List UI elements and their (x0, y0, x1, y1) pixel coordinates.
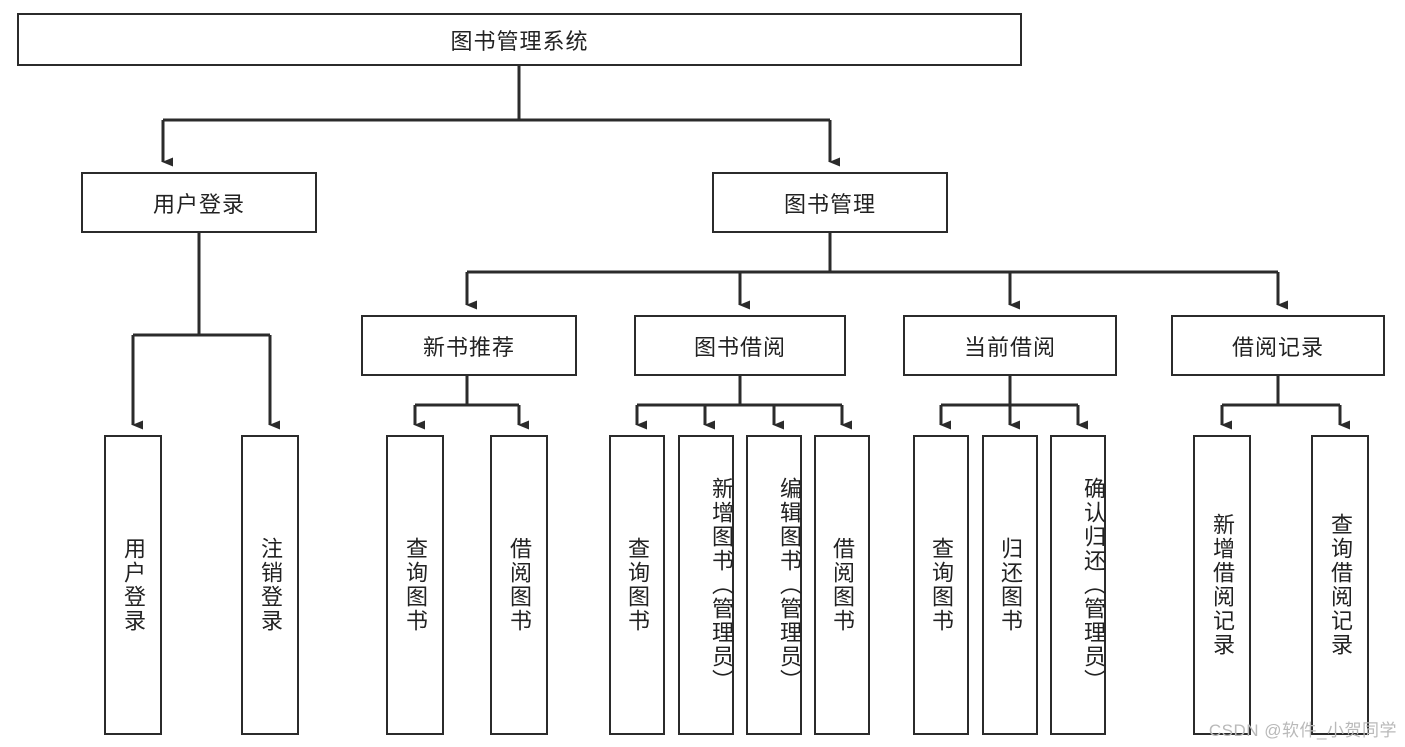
node-new-book-recommend-label: 新书推荐 (422, 334, 515, 360)
node-leaf-add-book-admin-label: 新增图书（管理员） (709, 477, 734, 693)
node-user-login[interactable]: 用户登录 (81, 172, 317, 233)
node-root-system[interactable]: 图书管理系统 (17, 13, 1022, 66)
node-leaf-add-book-admin[interactable]: 新增图书（管理员） (678, 435, 734, 735)
node-current-borrow[interactable]: 当前借阅 (903, 315, 1117, 376)
node-leaf-borrow-book-recommend[interactable]: 借阅图书 (490, 435, 548, 735)
node-leaf-confirm-return-admin-label: 确认归还（管理员） (1081, 477, 1106, 693)
node-current-borrow-label: 当前借阅 (963, 334, 1056, 360)
node-leaf-query-borrow-record-label: 查询借阅记录 (1328, 513, 1353, 657)
node-leaf-return-book[interactable]: 归还图书 (982, 435, 1038, 735)
node-leaf-logout-label: 注销登录 (258, 537, 283, 633)
node-leaf-return-book-label: 归还图书 (998, 537, 1023, 633)
node-leaf-borrow-book-label: 借阅图书 (830, 537, 855, 633)
node-leaf-borrow-book-recommend-label: 借阅图书 (507, 537, 532, 633)
node-leaf-user-login[interactable]: 用户登录 (104, 435, 162, 735)
node-leaf-add-borrow-record-label: 新增借阅记录 (1210, 513, 1235, 657)
node-leaf-user-login-label: 用户登录 (121, 537, 146, 633)
node-new-book-recommend[interactable]: 新书推荐 (361, 315, 577, 376)
node-leaf-query-book-borrow[interactable]: 查询图书 (609, 435, 665, 735)
node-leaf-edit-book-admin-label: 编辑图书（管理员） (777, 477, 802, 693)
node-leaf-borrow-book[interactable]: 借阅图书 (814, 435, 870, 735)
node-leaf-confirm-return-admin[interactable]: 确认归还（管理员） (1050, 435, 1106, 735)
node-leaf-query-borrow-record[interactable]: 查询借阅记录 (1311, 435, 1369, 735)
node-borrow-record[interactable]: 借阅记录 (1171, 315, 1385, 376)
node-leaf-add-borrow-record[interactable]: 新增借阅记录 (1193, 435, 1251, 735)
watermark-text: CSDN @软件_小贺同学 (1208, 721, 1397, 740)
node-book-management[interactable]: 图书管理 (712, 172, 948, 233)
node-root-system-label: 图书管理系统 (450, 28, 589, 54)
node-book-borrow[interactable]: 图书借阅 (634, 315, 846, 376)
node-borrow-record-label: 借阅记录 (1231, 334, 1324, 360)
node-user-login-label: 用户登录 (152, 191, 245, 217)
node-book-borrow-label: 图书借阅 (693, 334, 786, 360)
node-leaf-logout[interactable]: 注销登录 (241, 435, 299, 735)
node-leaf-query-book-recommend-label: 查询图书 (403, 537, 428, 633)
node-leaf-query-book-recommend[interactable]: 查询图书 (386, 435, 444, 735)
node-leaf-query-book-borrow-label: 查询图书 (625, 537, 650, 633)
node-book-management-label: 图书管理 (783, 191, 876, 217)
node-leaf-query-book-current[interactable]: 查询图书 (913, 435, 969, 735)
node-leaf-query-book-current-label: 查询图书 (929, 537, 954, 633)
node-leaf-edit-book-admin[interactable]: 编辑图书（管理员） (746, 435, 802, 735)
